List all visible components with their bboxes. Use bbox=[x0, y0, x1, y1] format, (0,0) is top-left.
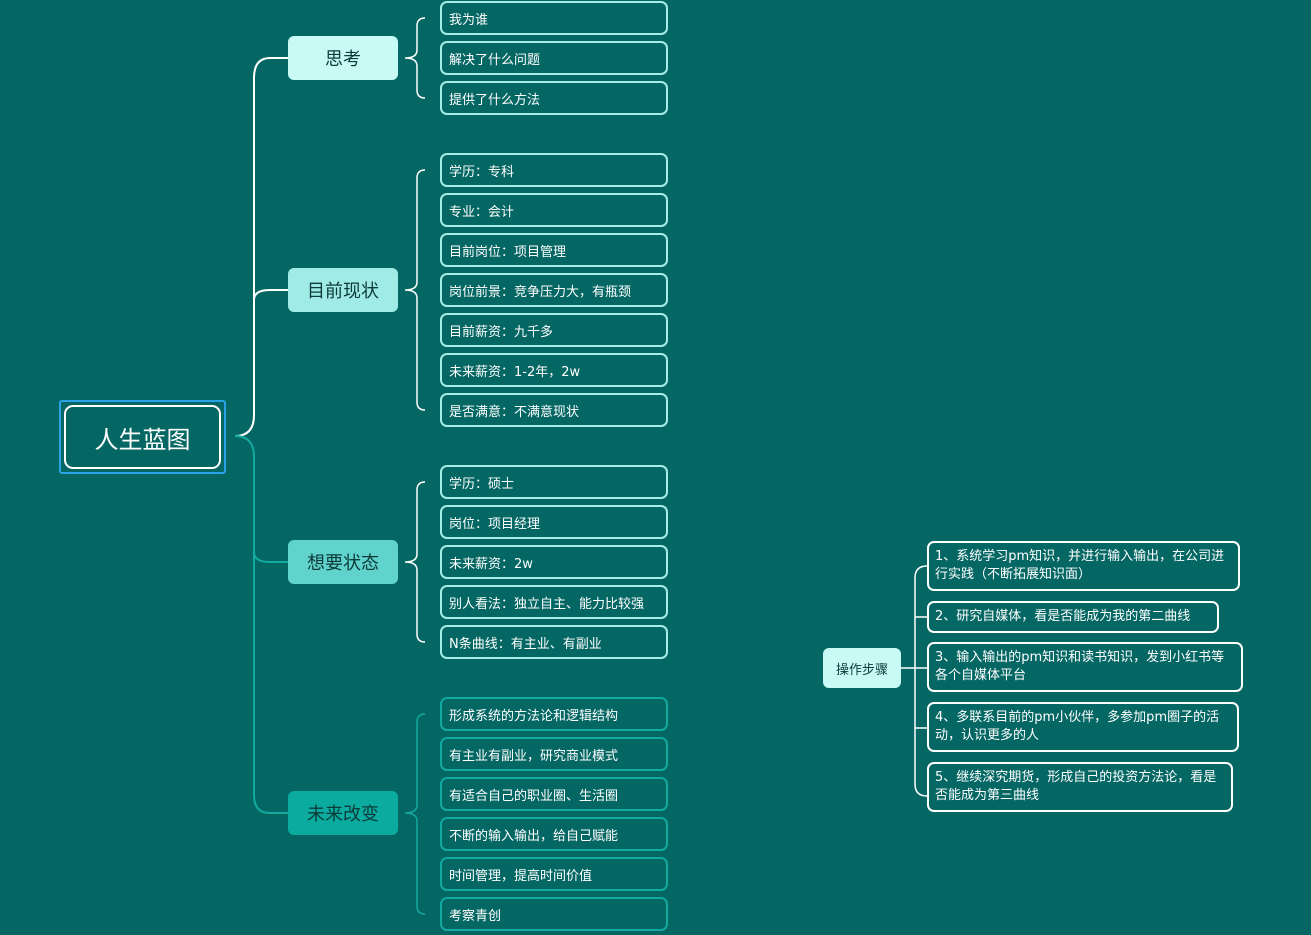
subtopic-2-6[interactable]: 未来薪资：1-2年，2w bbox=[440, 353, 668, 387]
subtopic-1-1[interactable]: 我为谁 bbox=[440, 1, 668, 35]
branch-topic-4[interactable]: 未来改变 bbox=[288, 791, 398, 835]
branch-topic-1[interactable]: 思考 bbox=[288, 36, 398, 80]
bracket-steps bbox=[914, 565, 928, 797]
step-item-1[interactable]: 1、系统学习pm知识，并进行输入输出，在公司进行实践（不断拓展知识面） bbox=[927, 541, 1240, 591]
subtopic-2-7[interactable]: 是否满意：不满意现状 bbox=[440, 393, 668, 427]
subtopic-2-1[interactable]: 学历：专科 bbox=[440, 153, 668, 187]
bracket-branch-1 bbox=[404, 17, 426, 99]
subtopic-3-2[interactable]: 岗位：项目经理 bbox=[440, 505, 668, 539]
subtopic-2-3[interactable]: 目前岗位：项目管理 bbox=[440, 233, 668, 267]
subtopic-4-6[interactable]: 考察青创 bbox=[440, 897, 668, 931]
bracket-branch-2 bbox=[404, 169, 426, 411]
connector-root-to-branch-2 bbox=[253, 289, 271, 301]
subtopic-4-4[interactable]: 不断的输入输出，给自己赋能 bbox=[440, 817, 668, 851]
bracket-branch-3 bbox=[404, 481, 426, 643]
bracket-branch-4 bbox=[404, 713, 426, 915]
subtopic-1-3[interactable]: 提供了什么方法 bbox=[440, 81, 668, 115]
connector-root-to-branch-3 bbox=[253, 551, 271, 563]
subtopic-2-5[interactable]: 目前薪资：九千多 bbox=[440, 313, 668, 347]
subtopic-4-5[interactable]: 时间管理，提高时间价值 bbox=[440, 857, 668, 891]
connector-root-upper bbox=[234, 57, 271, 437]
step-item-3[interactable]: 3、输入输出的pm知识和读书知识，发到小红书等各个自媒体平台 bbox=[927, 642, 1243, 692]
subtopic-2-2[interactable]: 专业：会计 bbox=[440, 193, 668, 227]
subtopic-4-3[interactable]: 有适合自己的职业圈、生活圈 bbox=[440, 777, 668, 811]
subtopic-3-4[interactable]: 别人看法：独立自主、能力比较强 bbox=[440, 585, 668, 619]
root-topic-label[interactable]: 人生蓝图 bbox=[64, 405, 221, 469]
subtopic-1-2[interactable]: 解决了什么问题 bbox=[440, 41, 668, 75]
subtopic-3-1[interactable]: 学历：硕士 bbox=[440, 465, 668, 499]
subtopic-3-3[interactable]: 未来薪资：2w bbox=[440, 545, 668, 579]
branch-topic-3[interactable]: 想要状态 bbox=[288, 540, 398, 584]
subtopic-2-4[interactable]: 岗位前景：竞争压力大，有瓶颈 bbox=[440, 273, 668, 307]
subtopic-4-2[interactable]: 有主业有副业，研究商业模式 bbox=[440, 737, 668, 771]
step-item-5[interactable]: 5、继续深究期货，形成自己的投资方法论，看是否能成为第三曲线 bbox=[927, 762, 1233, 812]
subtopic-3-5[interactable]: N条曲线：有主业、有副业 bbox=[440, 625, 668, 659]
branch-topic-2[interactable]: 目前现状 bbox=[288, 268, 398, 312]
floating-topic-steps[interactable]: 操作步骤 bbox=[823, 648, 901, 688]
root-topic[interactable]: 人生蓝图 bbox=[59, 400, 226, 474]
step-item-2[interactable]: 2、研究自媒体，看是否能成为我的第二曲线 bbox=[927, 601, 1219, 633]
subtopic-4-1[interactable]: 形成系统的方法论和逻辑结构 bbox=[440, 697, 668, 731]
connector-root-lower bbox=[234, 435, 271, 814]
step-item-4[interactable]: 4、多联系目前的pm小伙伴，多参加pm圈子的活动，认识更多的人 bbox=[927, 702, 1239, 752]
